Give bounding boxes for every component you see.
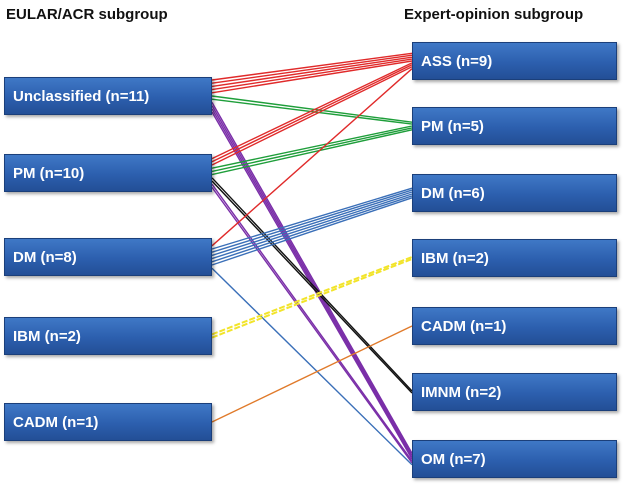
flow-line-unclassified-to-om [211,111,413,460]
left-box-unclassified: Unclassified (n=11) [4,77,212,115]
flow-line-dm-to-dm [211,193,413,260]
flow-line-unclassified-to-ass [211,52,413,81]
right-box-label: IBM (n=2) [421,249,489,267]
right-box-pm: PM (n=5) [412,107,617,145]
flow-line-unclassified-to-ass [211,54,413,84]
left-box-cadm: CADM (n=1) [4,403,212,441]
flow-line-dm-to-om [211,267,413,466]
flow-line-dm-to-ass [211,68,413,247]
flow-line-dm-to-dm [211,197,413,266]
flow-line-pm-to-imnm [211,180,413,394]
right-box-ass: ASS (n=9) [412,42,617,80]
left-box-pm: PM (n=10) [4,154,212,192]
flow-line-unclassified-to-om [211,108,413,458]
flow-line-pm-to-om [211,183,413,462]
right-box-label: OM (n=7) [421,450,486,468]
flow-line-unclassified-to-ass [211,56,413,88]
flow-line-pm-to-pm [211,127,413,173]
left-box-label: Unclassified (n=11) [13,87,150,105]
right-box-label: CADM (n=1) [421,317,507,335]
right-heading: Expert-opinion subgroup [404,6,584,23]
flow-line-dm-to-dm [211,189,413,253]
flow-line-unclassified-to-om [211,102,413,454]
left-box-ibm: IBM (n=2) [4,317,212,355]
left-box-label: PM (n=10) [13,164,85,182]
flow-line-ibm-to-ibm [211,256,413,336]
flow-line-dm-to-dm [211,187,413,250]
left-box-label: IBM (n=2) [13,327,81,345]
right-box-om: OM (n=7) [412,440,617,478]
right-box-dm: DM (n=6) [412,174,617,212]
flow-line-pm-to-ass [211,64,413,163]
flow-line-dm-to-dm [211,195,413,263]
left-box-dm: DM (n=8) [4,238,212,276]
right-box-cadm: CADM (n=1) [412,307,617,345]
right-box-label: DM (n=6) [421,184,485,202]
flow-line-pm-to-pm [211,129,413,176]
right-box-ibm: IBM (n=2) [412,239,617,277]
flow-line-pm-to-pm [211,125,413,169]
flow-line-pm-to-om [211,186,413,464]
flow-line-ibm-to-ibm [211,258,413,339]
flow-line-pm-to-ass [211,62,413,160]
flow-line-pm-to-imnm [211,177,413,392]
right-box-imnm: IMNM (n=2) [412,373,617,411]
flow-line-unclassified-to-pm [211,95,413,123]
left-heading: EULAR/ACR subgroup [6,6,168,23]
right-box-label: ASS (n=9) [421,52,493,70]
flow-line-unclassified-to-pm [211,98,413,125]
left-box-label: DM (n=8) [13,248,77,266]
flow-line-unclassified-to-ass [211,58,413,91]
flow-line-unclassified-to-ass [211,60,413,94]
right-box-label: PM (n=5) [421,117,484,135]
left-box-label: CADM (n=1) [13,413,99,431]
flow-line-cadm-to-cadm [211,325,413,423]
flow-line-dm-to-dm [211,191,413,257]
flow-line-pm-to-ass [211,66,413,166]
right-box-label: IMNM (n=2) [421,383,502,401]
